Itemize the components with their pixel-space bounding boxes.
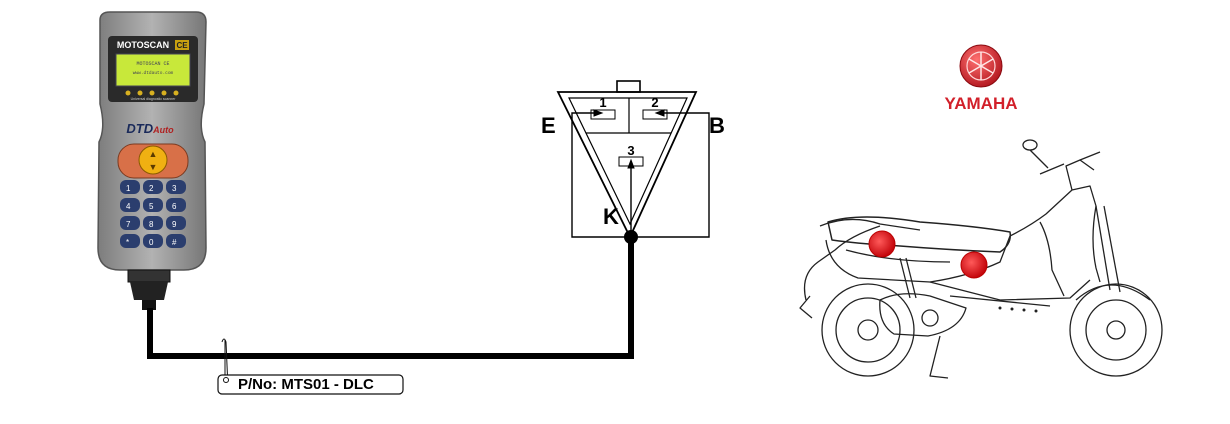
pin-3-arrow-icon <box>627 158 635 169</box>
svg-text:7: 7 <box>126 220 131 229</box>
scanner-screen <box>115 53 191 87</box>
scanner-brand-badge: CE <box>176 41 188 50</box>
scooter-highlight-center <box>960 251 988 279</box>
scooter-illustration <box>799 139 1163 379</box>
scanner-key-5[interactable]: 5 <box>143 198 163 212</box>
scanner-status-icons <box>125 90 179 96</box>
svg-text:5: 5 <box>149 202 154 211</box>
svg-text:3: 3 <box>172 184 177 193</box>
scanner-plug <box>127 269 171 310</box>
pin-e-wire <box>571 112 631 238</box>
yamaha-logo: YAMAHA <box>944 44 1018 113</box>
scanner-key-star[interactable]: * <box>120 234 140 248</box>
pin-1-arrow-icon <box>593 109 604 117</box>
pin-k-label: K <box>603 204 619 229</box>
scanner-key-8[interactable]: 8 <box>143 216 163 230</box>
svg-text:#: # <box>172 238 177 247</box>
pin-2-arrow-icon <box>654 109 665 117</box>
svg-text:0: 0 <box>149 238 154 247</box>
scanner-key-1[interactable]: 1 <box>120 180 140 194</box>
scooter-engine <box>879 293 967 337</box>
svg-text:4: 4 <box>126 202 131 211</box>
scanner-down-arrow-icon: ▼ <box>149 162 158 172</box>
svg-text:6: 6 <box>172 202 177 211</box>
svg-text:*: * <box>126 238 129 247</box>
scanner-key-2[interactable]: 2 <box>143 180 163 194</box>
pin-e-label: E <box>541 113 556 138</box>
scanner-screen-line1: MOTOSCAN CE <box>136 61 169 67</box>
cable-part-tag: P/No: MTS01 - DLC <box>217 338 404 395</box>
pin-1-number: 1 <box>599 95 606 110</box>
scooter-highlight-rear <box>868 230 896 258</box>
connector-outer-shell <box>556 91 698 240</box>
scanner-key-hash[interactable]: # <box>166 234 186 248</box>
scanner-maker-logo: DTDAuto <box>126 121 174 136</box>
front-wheel <box>1069 283 1163 377</box>
scanner-key-9[interactable]: 9 <box>166 216 186 230</box>
scanner-key-3[interactable]: 3 <box>166 180 186 194</box>
scanner-key-0[interactable]: 0 <box>143 234 163 248</box>
connector-inner-outline <box>568 97 688 226</box>
cable-part-number: P/No: MTS01 - DLC <box>238 376 374 393</box>
scanner-key-4[interactable]: 4 <box>120 198 140 212</box>
svg-text:1: 1 <box>126 184 131 193</box>
dlc-connector <box>556 80 710 240</box>
rear-wheel <box>821 283 915 377</box>
scanner-badge-box <box>175 40 189 50</box>
scooter-seat <box>827 216 1012 253</box>
scanner-key-7[interactable]: 7 <box>120 216 140 230</box>
scanner-keypad: 1 2 3 4 5 6 7 8 9 * 0 # <box>120 180 186 248</box>
svg-text:2: 2 <box>149 184 154 193</box>
scanner-subtitle: Universal diagnostic scanner <box>131 97 177 101</box>
svg-text:9: 9 <box>172 220 177 229</box>
pin-1-socket <box>590 109 616 120</box>
diagnostic-cable <box>147 237 634 359</box>
pin-2-number: 2 <box>651 95 658 110</box>
pin-2-socket <box>642 109 668 120</box>
pin-3-number: 3 <box>627 143 634 158</box>
scanner-up-arrow-icon: ▲ <box>149 149 158 159</box>
pin-b-label: B <box>709 113 725 138</box>
connector-key-tab <box>616 80 641 93</box>
svg-text:8: 8 <box>149 220 154 229</box>
scanner-device: MOTOSCAN CE MOTOSCAN CE www.dtdauto.com … <box>97 11 207 310</box>
scanner-brand-label: MOTOSCAN <box>117 40 169 50</box>
scanner-key-6[interactable]: 6 <box>166 198 186 212</box>
yamaha-wordmark: YAMAHA <box>944 94 1017 113</box>
scanner-screen-line2: www.dtdauto.com <box>133 70 174 76</box>
pin-b-wire <box>631 112 710 238</box>
scanner-nav-pad[interactable]: ▲ ▼ <box>117 143 189 179</box>
